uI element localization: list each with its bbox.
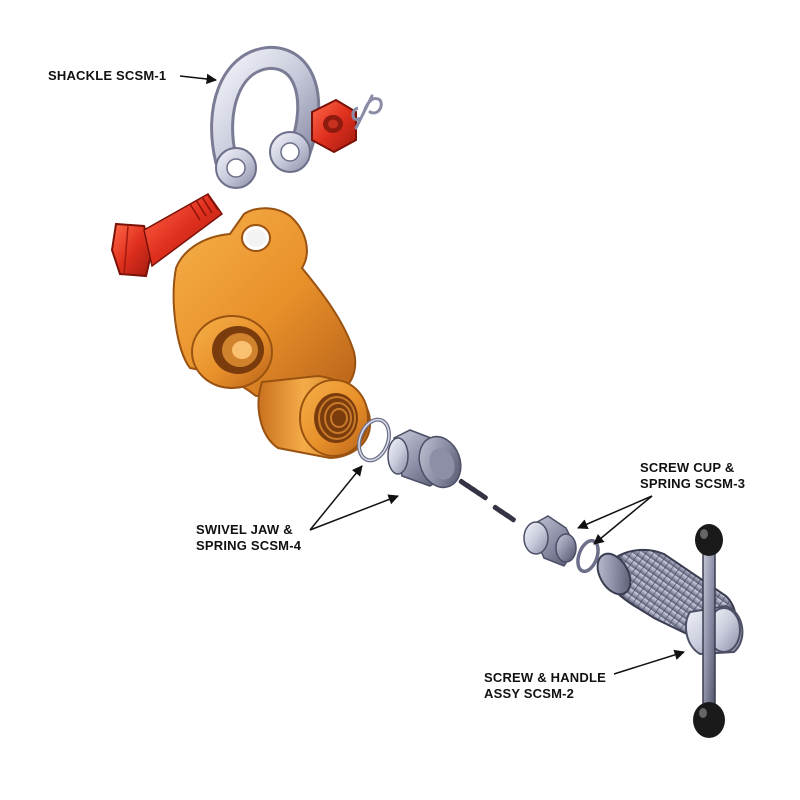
label-screw-handle-line1: SCREW & HANDLE (484, 670, 606, 685)
screw-handle-assembly (596, 524, 744, 738)
screw-cup (523, 515, 577, 567)
clamp-body (172, 207, 372, 460)
shackle-bolt (110, 193, 224, 278)
shackle-part (210, 46, 321, 189)
label-swivel-jaw-line1: SWIVEL JAW & (196, 522, 293, 537)
cotter-pin (351, 94, 383, 130)
label-screw-cup-line2: SPRING SCSM-3 (640, 476, 745, 491)
callout-shackle: SHACKLE SCSM-1 (48, 68, 218, 85)
clamp-threaded-barrel (257, 374, 372, 460)
label-screw-handle-line2: ASSY SCSM-2 (484, 686, 574, 701)
swivel-jaw (387, 429, 462, 489)
label-swivel-jaw-line2: SPRING SCSM-4 (196, 538, 302, 553)
callout-screw-cup: SCREW CUP & SPRING SCSM-3 (577, 460, 745, 545)
spring-2 (492, 504, 516, 523)
label-screw-cup-line1: SCREW CUP & (640, 460, 734, 475)
callout-screw-handle: SCREW & HANDLE ASSY SCSM-2 (484, 649, 686, 701)
label-shackle: SHACKLE SCSM-1 (48, 68, 166, 83)
spring-1 (458, 478, 488, 501)
callout-swivel-jaw: SWIVEL JAW & SPRING SCSM-4 (196, 465, 399, 553)
shackle-nut (311, 98, 357, 154)
swivel-ring (357, 417, 391, 463)
clamp-jaw-boss (191, 315, 273, 389)
